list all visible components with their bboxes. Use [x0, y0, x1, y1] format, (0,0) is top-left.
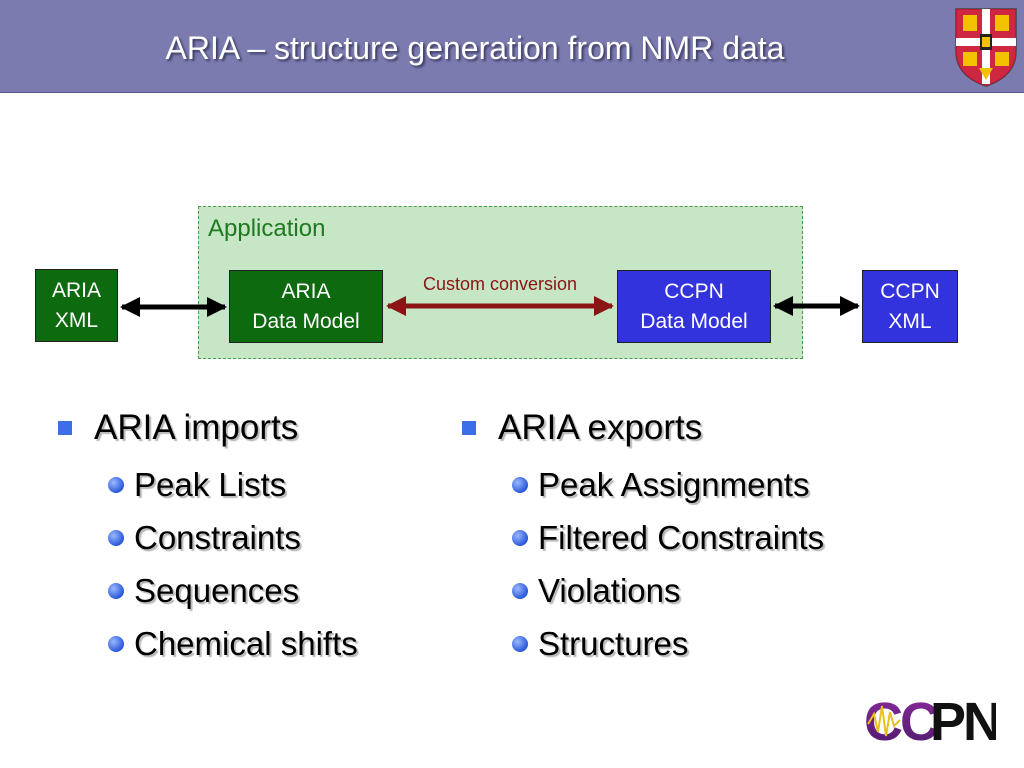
exports-list: ARIA exports Peak Assignments Filtered C… — [462, 408, 824, 670]
svg-text:CC: CC — [864, 692, 938, 746]
list-item: Peak Assignments — [512, 458, 824, 511]
aria-data-model-node: ARIA Data Model — [229, 270, 383, 343]
list-item: Constraints — [108, 511, 358, 564]
application-label: Application — [208, 215, 326, 242]
round-bullet-icon — [512, 476, 528, 493]
custom-conversion-label: Custom conversion — [422, 274, 578, 294]
aria-xml-line2: XML — [54, 308, 99, 332]
imports-heading-row: ARIA imports — [58, 408, 358, 448]
slide-title: ARIA – structure generation from NMR dat… — [165, 30, 785, 66]
list-item: Chemical shifts — [108, 617, 358, 670]
round-bullet-icon — [108, 476, 124, 493]
imports-heading: ARIA imports — [94, 408, 299, 447]
list-item: Sequences — [108, 564, 358, 617]
round-bullet-icon — [512, 635, 528, 652]
crest-icon — [955, 8, 1017, 87]
ccpn-data-model-node: CCPN Data Model — [617, 270, 771, 343]
aria-dm-line2: Data Model — [252, 309, 360, 333]
round-bullet-icon — [108, 582, 124, 599]
ccpn-dm-line2: Data Model — [640, 309, 748, 333]
ccpn-xml-line1: CCPN — [880, 279, 940, 303]
aria-xml-node: ARIA XML — [35, 269, 118, 342]
aria-xml-line1: ARIA — [51, 278, 101, 302]
list-item: Structures — [512, 617, 824, 670]
square-bullet-icon — [462, 421, 476, 435]
aria-dm-line1: ARIA — [281, 279, 331, 303]
round-bullet-icon — [512, 529, 528, 546]
ccpn-logo-icon: CC PN — [864, 692, 996, 746]
ccpn-xml-node: CCPN XML — [862, 270, 958, 343]
svg-text:PN: PN — [930, 692, 996, 746]
round-bullet-icon — [512, 582, 528, 599]
title-bar: ARIA – structure generation from NMR dat… — [0, 0, 1024, 93]
list-item: Peak Lists — [108, 458, 358, 511]
round-bullet-icon — [108, 529, 124, 546]
exports-heading-row: ARIA exports — [462, 408, 824, 448]
ccpn-xml-line2: XML — [888, 309, 932, 333]
square-bullet-icon — [58, 421, 72, 435]
exports-heading: ARIA exports — [498, 408, 703, 447]
imports-list: ARIA imports Peak Lists Constraints Sequ… — [58, 408, 358, 670]
round-bullet-icon — [108, 635, 124, 652]
list-item: Violations — [512, 564, 824, 617]
list-item: Filtered Constraints — [512, 511, 824, 564]
ccpn-dm-line1: CCPN — [664, 279, 724, 303]
